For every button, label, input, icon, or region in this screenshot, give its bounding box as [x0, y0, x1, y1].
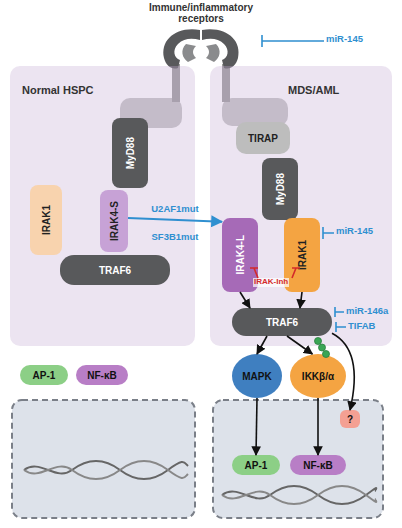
- dna-strand: [24, 461, 188, 479]
- receptor-heading: Immune/inflammatory receptors: [140, 2, 262, 24]
- mutation-label: U2AF1mut: [151, 204, 199, 214]
- inhibitor-line: [250, 268, 258, 278]
- node-label: IRAK1: [41, 205, 52, 235]
- node-label: TRAF6: [99, 265, 131, 276]
- arrow-connector: [287, 336, 312, 354]
- node-label: IKKβ/α: [302, 371, 334, 382]
- inhibition-line: [335, 307, 344, 317]
- arrow-connector: [256, 398, 257, 455]
- inhibition-line: [336, 322, 346, 332]
- arrow-connector: [128, 218, 222, 222]
- node-label: MyD88: [125, 137, 136, 169]
- dna-strand: [222, 486, 376, 504]
- node-label: NF-κB: [87, 370, 116, 381]
- regulator-label: TIFAB: [348, 321, 375, 331]
- mirna-label: miR-145: [336, 226, 373, 236]
- ubiquitin: [315, 338, 322, 345]
- protein-box: TIRAP: [236, 122, 290, 154]
- arrow-connector: [300, 292, 302, 308]
- receptor-part: [163, 29, 200, 68]
- nucleus: [213, 400, 383, 518]
- inhibitor-line: [292, 268, 300, 278]
- arrow-connector: [317, 398, 319, 455]
- cell-panel: MDS/AML TIRAP MyD88IRAK4-L IRAK1TRAF6: [210, 66, 392, 346]
- protein-box: TRAF6: [60, 255, 170, 285]
- inhibition-line: [262, 35, 324, 47]
- protein-box: IRAK1: [30, 185, 62, 255]
- unknown-box: ?: [340, 410, 360, 428]
- node-label: IRAK4-S: [109, 201, 120, 241]
- protein-box: IRAK1: [284, 218, 320, 292]
- node-label: MAPK: [242, 371, 271, 382]
- transcription-factor: NF-κB: [290, 455, 346, 475]
- dna-strand: [24, 461, 188, 479]
- node-label: TRAF6: [266, 317, 298, 328]
- protein-box: MyD88: [262, 158, 298, 220]
- receptor-part: [182, 44, 196, 62]
- node-label: AP-1: [245, 460, 268, 471]
- inhibition-line: [323, 227, 334, 239]
- nucleus: [12, 400, 195, 518]
- arrow-connector: [240, 292, 250, 308]
- dna-strand: [222, 486, 376, 504]
- receptor-part: [202, 29, 239, 68]
- protein-box: IRAK4-S: [100, 190, 128, 252]
- node-label: MyD88: [275, 173, 286, 205]
- ubiquitin: [319, 344, 326, 351]
- node-label: ?: [347, 414, 353, 425]
- kinase-ellipse: IKKβ/α: [290, 354, 346, 398]
- arrow-connector: [332, 333, 354, 410]
- ubiquitin: [323, 351, 330, 358]
- node-label: IRAK1: [297, 240, 308, 270]
- node-label: IRAK4-L: [235, 235, 246, 274]
- protein-box: TRAF6: [232, 308, 332, 336]
- node-label: TIRAP: [248, 133, 278, 144]
- node-label: NF-κB: [303, 460, 332, 471]
- protein-box: MyD88: [112, 118, 148, 188]
- panel-title: MDS/AML: [288, 84, 339, 96]
- mutation-label: SF3B1mut: [152, 232, 199, 242]
- inhibitor-label: IRAK-Inh: [253, 278, 289, 287]
- panel-title: Normal HSPC: [22, 84, 94, 96]
- node-label: AP-1: [33, 370, 56, 381]
- mirna-label: miR-145: [326, 34, 363, 44]
- transcription-factor: NF-κB: [76, 365, 128, 385]
- kinase-ellipse: MAPK: [232, 354, 282, 398]
- transcription-factor: AP-1: [232, 455, 280, 475]
- mirna-label: miR-146a: [346, 306, 388, 316]
- receptor-part: [206, 44, 220, 62]
- transcription-factor: AP-1: [20, 365, 68, 385]
- arrow-connector: [257, 336, 267, 354]
